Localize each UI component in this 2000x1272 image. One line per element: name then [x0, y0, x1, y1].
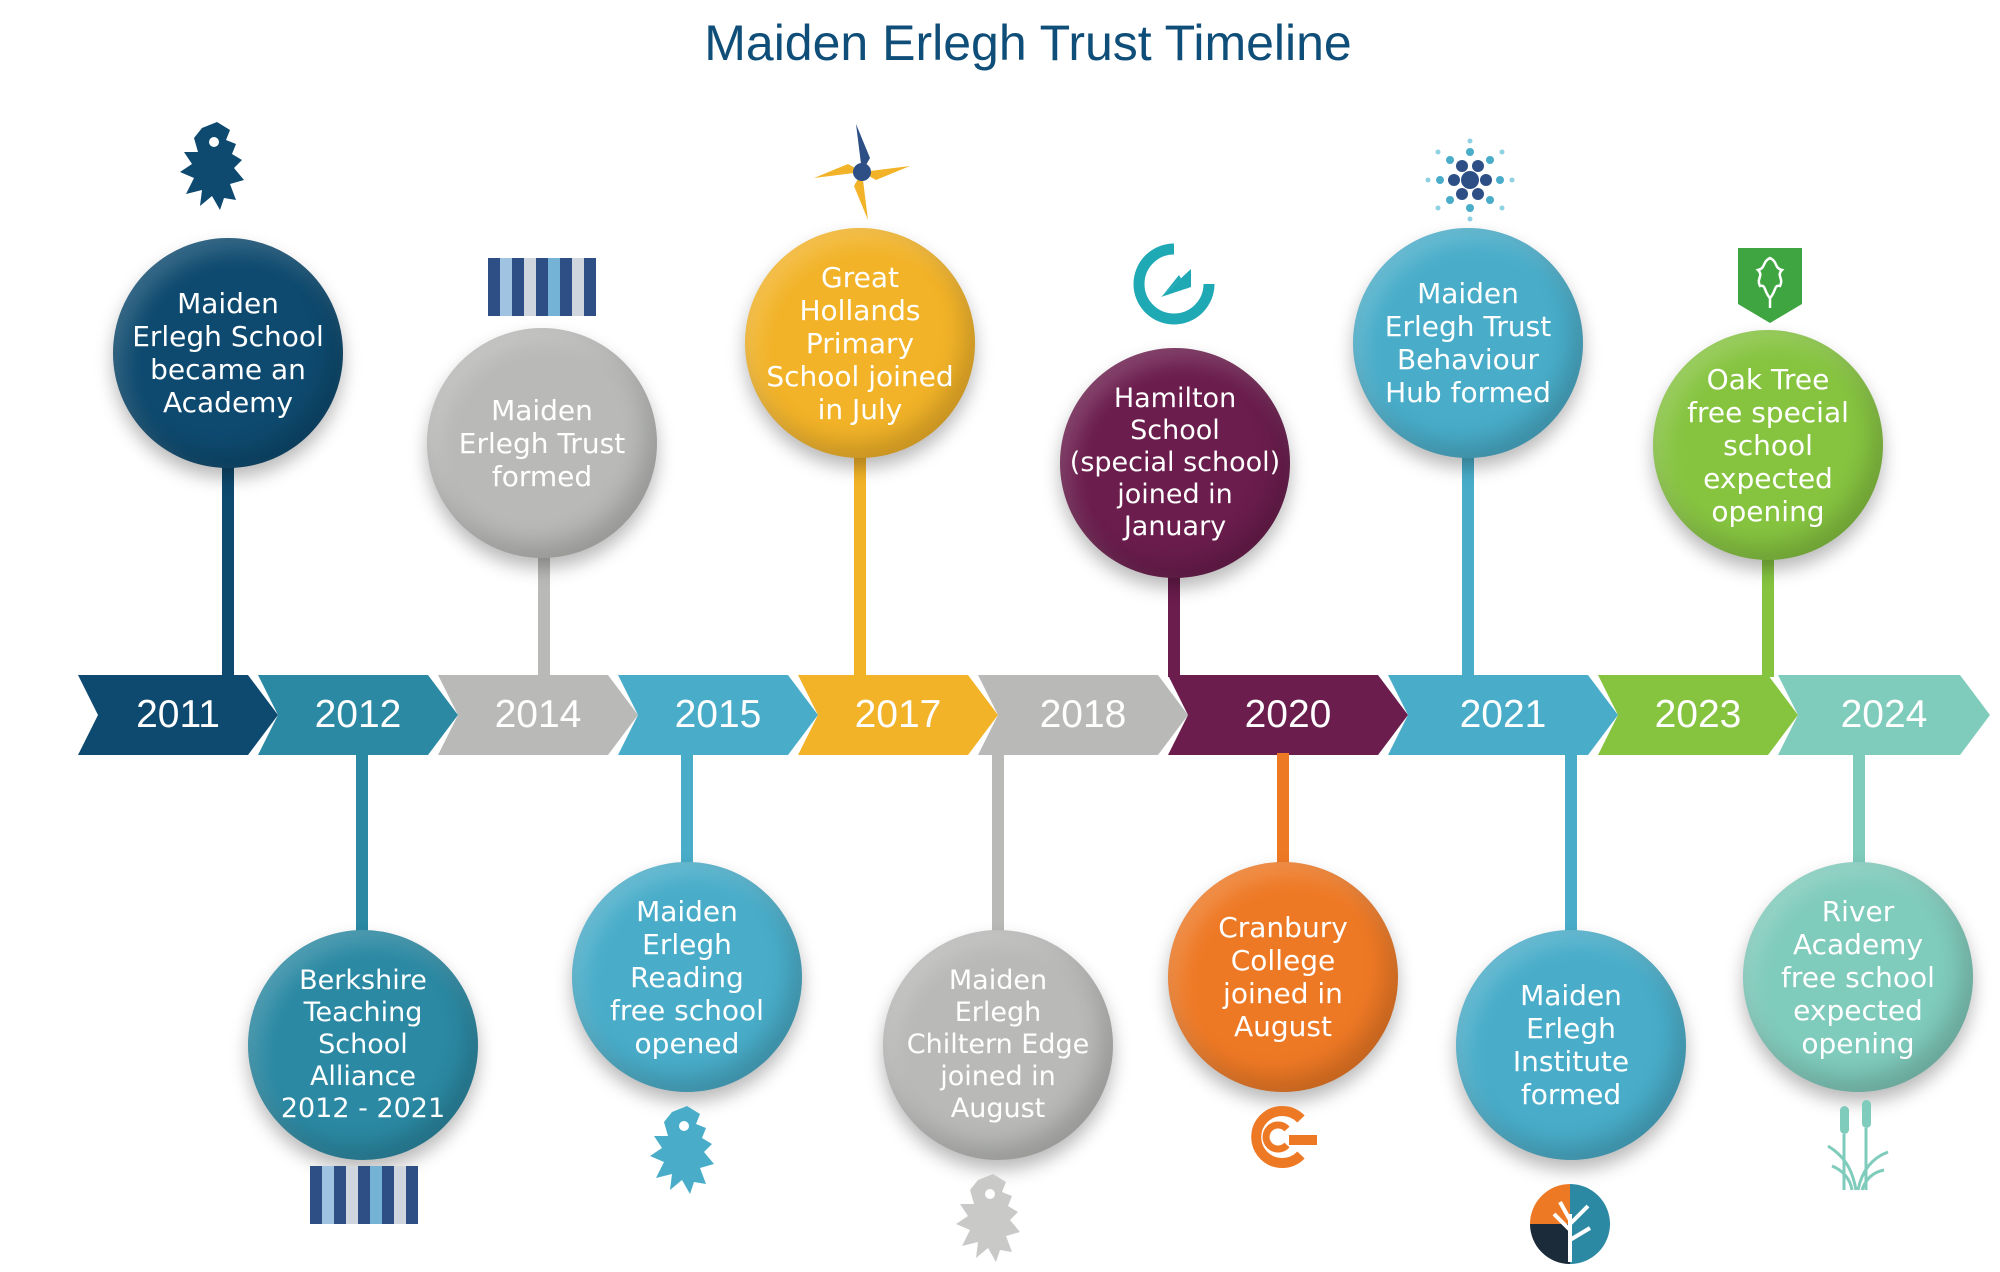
- circular-arrow-icon: [1133, 243, 1215, 330]
- connector-line: [1168, 550, 1180, 677]
- year-label-2024: 2024: [1840, 693, 1928, 736]
- event-circle-2024: River Academy free school expected openi…: [1743, 862, 1973, 1092]
- connector-line: [1565, 753, 1577, 943]
- connector-line: [854, 455, 866, 677]
- connector-line: [222, 455, 234, 677]
- event-circle-2011: Maiden Erlegh School became an Academy: [113, 238, 343, 468]
- year-arrow-2020: 2020: [1168, 675, 1408, 755]
- event-text: Maiden Erlegh School became an Academy: [132, 287, 324, 419]
- connector-line: [356, 753, 368, 943]
- connector-line: [1462, 455, 1474, 677]
- connector-line: [992, 753, 1004, 953]
- year-arrow-2024: 2024: [1778, 675, 1990, 755]
- year-arrow-2011: 2011: [78, 675, 278, 755]
- oak-leaf-shield-icon: [1738, 248, 1802, 328]
- event-text: Maiden Erlegh Trust formed: [458, 393, 626, 493]
- event-text: Maiden Erlegh Institute formed: [1512, 979, 1630, 1111]
- year-label-2018: 2018: [1039, 693, 1127, 736]
- connector-line: [681, 753, 693, 873]
- year-arrow-2012: 2012: [258, 675, 458, 755]
- year-label-2023: 2023: [1654, 693, 1742, 736]
- event-circle-2017: Great Hollands Primary School joined in …: [745, 228, 975, 458]
- year-arrow-2018: 2018: [978, 675, 1188, 755]
- arrow-shape: [258, 675, 458, 755]
- striped-bars-icon: [488, 258, 596, 321]
- connector-line: [1762, 550, 1774, 677]
- event-text: Maiden Erlegh Chiltern Edge joined in Au…: [906, 965, 1090, 1124]
- year-arrow-2023: 2023: [1598, 675, 1798, 755]
- year-arrow-2015: 2015: [618, 675, 818, 755]
- event-text: Berkshire Teaching School Alliance 2012 …: [280, 965, 446, 1124]
- connector-line: [1277, 753, 1289, 873]
- event-text: Great Hollands Primary School joined in …: [766, 260, 954, 426]
- year-label-2015: 2015: [674, 693, 762, 736]
- year-arrow-2021: 2021: [1388, 675, 1618, 755]
- tree-circle-icon: [1530, 1184, 1610, 1269]
- connector-line: [538, 555, 550, 677]
- lion-crest-icon: [948, 1170, 1038, 1270]
- arrow-shape: [1598, 675, 1798, 755]
- page-title: Maiden Erlegh Trust Timeline: [704, 15, 1352, 71]
- event-circle-2015: Maiden Erlegh Reading free school opened: [572, 862, 802, 1092]
- event-circle-2020-bottom: Cranbury College joined in August: [1168, 862, 1398, 1092]
- event-text: Hamilton School (special school) joined …: [1069, 383, 1281, 542]
- year-label-2017: 2017: [854, 693, 942, 736]
- event-circle-2023: Oak Tree free special school expected op…: [1653, 330, 1883, 560]
- lion-crest-icon: [642, 1102, 732, 1202]
- lion-crest-icon: [172, 118, 262, 218]
- year-arrow-2014: 2014: [438, 675, 638, 755]
- event-circle-2021-top: Maiden Erlegh Trust Behaviour Hub formed: [1353, 228, 1583, 458]
- dot-burst-icon: [1420, 138, 1520, 227]
- event-circle-2018: Maiden Erlegh Chiltern Edge joined in Au…: [883, 930, 1113, 1160]
- arrow-shape: [798, 675, 998, 755]
- year-label-2014: 2014: [494, 693, 582, 736]
- striped-bars-icon: [310, 1166, 418, 1229]
- event-text: Maiden Erlegh Trust Behaviour Hub formed: [1384, 277, 1552, 409]
- event-text: Maiden Erlegh Reading free school opened: [610, 894, 764, 1060]
- arrow-shape: [1778, 675, 1990, 755]
- event-circle-2020-top: Hamilton School (special school) joined …: [1060, 348, 1290, 578]
- event-text: Oak Tree free special school expected op…: [1687, 362, 1849, 528]
- year-label-2011: 2011: [136, 693, 220, 736]
- connector-line: [1853, 753, 1865, 873]
- arrow-shape: [618, 675, 818, 755]
- bulrush-reeds-icon: [1822, 1098, 1892, 1198]
- year-label-2020: 2020: [1244, 693, 1332, 736]
- event-text: River Academy free school expected openi…: [1781, 894, 1935, 1060]
- event-circle-2012: Berkshire Teaching School Alliance 2012 …: [248, 930, 478, 1160]
- event-circle-2014: Maiden Erlegh Trust formed: [427, 328, 657, 558]
- arrow-shape: [78, 675, 278, 755]
- event-circle-2021-bottom: Maiden Erlegh Institute formed: [1456, 930, 1686, 1160]
- arrow-shape: [978, 675, 1188, 755]
- year-label-2021: 2021: [1459, 693, 1547, 736]
- event-text: Cranbury College joined in August: [1218, 911, 1348, 1043]
- year-arrow-2017: 2017: [798, 675, 998, 755]
- arrow-shape: [1168, 675, 1408, 755]
- c-letter-logo-icon: [1243, 1105, 1319, 1174]
- arrow-shape: [438, 675, 638, 755]
- pinwheel-icon: [812, 122, 912, 227]
- year-label-2012: 2012: [314, 693, 402, 736]
- arrow-shape: [1388, 675, 1618, 755]
